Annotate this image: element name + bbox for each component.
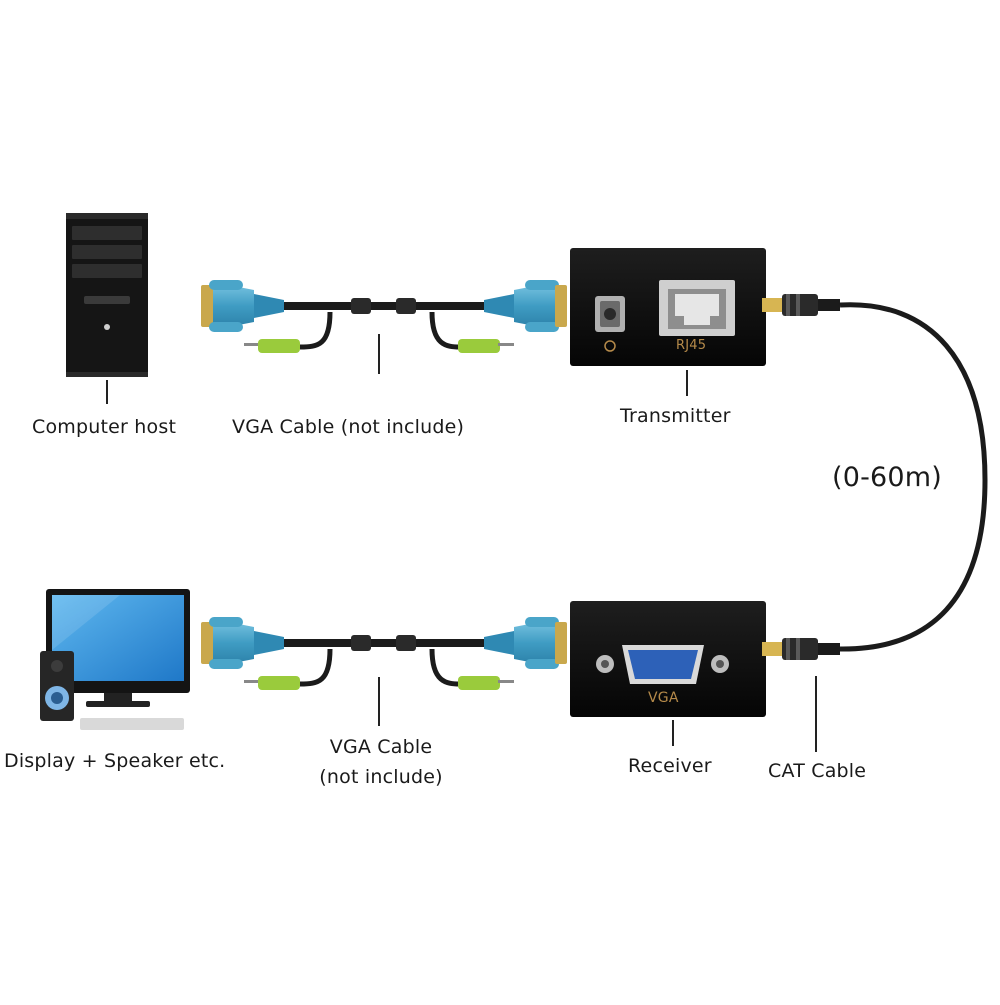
- transmitter-label: Transmitter: [620, 405, 731, 427]
- vga-cable-top-label: VGA Cable (not include): [232, 416, 465, 438]
- vga-cable-bottom-label: VGA Cable: [329, 736, 433, 758]
- cat-cable-label: CAT Cable: [768, 760, 867, 782]
- receiver-label: Receiver: [628, 755, 712, 777]
- cat-plug-top-icon: [762, 294, 840, 316]
- vga-cable-top-icon: [201, 280, 567, 353]
- vga-cable-bottom-icon: [201, 617, 567, 690]
- vga-port-label: VGA: [648, 690, 679, 706]
- computer-host-icon: [66, 213, 148, 377]
- vga-cable-bottom-note: (not include): [319, 766, 443, 788]
- distance-label: (0-60m): [832, 462, 943, 493]
- computer-host-label: Computer host: [32, 416, 177, 438]
- cat-plug-bottom-icon: [762, 638, 840, 660]
- rj45-port-label: RJ45: [676, 338, 707, 353]
- display-speaker-label: Display + Speaker etc.: [4, 750, 226, 772]
- display-speaker-icon: [40, 589, 190, 730]
- cat-cable-line: [839, 302, 988, 652]
- receiver-device-icon: [570, 601, 766, 717]
- transmitter-device-icon: [570, 248, 766, 366]
